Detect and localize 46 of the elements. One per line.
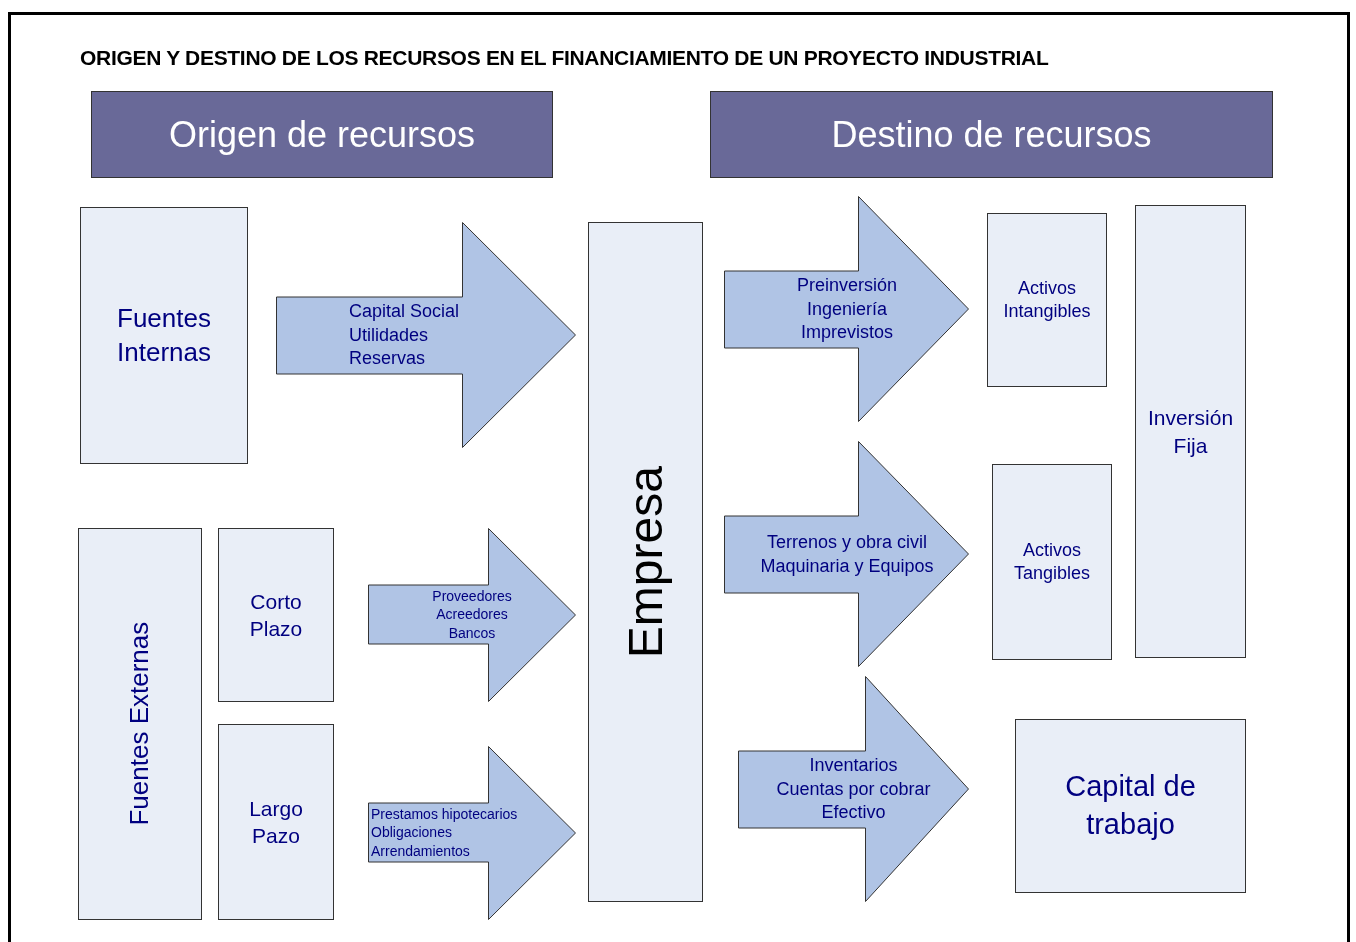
vertical-label: Fuentes Externas bbox=[126, 621, 154, 828]
box-label: Activos Tangibles bbox=[1012, 538, 1092, 585]
box bbox=[1015, 719, 1246, 893]
arrow-text: Cuentas por cobrar bbox=[776, 777, 931, 801]
header-text: Origen de recursos bbox=[168, 113, 476, 157]
block-arrow bbox=[276, 222, 576, 448]
arrow-text: Inventarios bbox=[809, 754, 898, 778]
block-arrow bbox=[738, 676, 969, 902]
arrow-text: Reservas bbox=[349, 347, 426, 371]
arrow-text: Prestamos hipotecarios bbox=[371, 805, 518, 824]
vertical-box bbox=[588, 222, 703, 902]
arrow-text: Ingeniería bbox=[806, 297, 888, 321]
arrow-text: Proveedores bbox=[432, 587, 512, 606]
arrow-text: Obligaciones bbox=[371, 823, 452, 842]
header-band bbox=[91, 91, 553, 178]
box-label: Activos Intangibles bbox=[1002, 276, 1092, 323]
arrow-text: Maquinaria y Equipos bbox=[760, 554, 934, 578]
arrow-text: Acreedores bbox=[436, 605, 508, 624]
block-arrow bbox=[724, 441, 969, 667]
vertical-label: Empresa bbox=[620, 464, 671, 661]
header-text: Destino de recursos bbox=[831, 113, 1152, 157]
box bbox=[218, 528, 334, 702]
block-arrow bbox=[368, 528, 576, 702]
vertical-box bbox=[78, 528, 202, 920]
arrow-text: Bancos bbox=[448, 623, 496, 642]
box-label: Largo Pazo bbox=[248, 795, 304, 849]
box-label: Capital de trabajo bbox=[1064, 769, 1197, 842]
arrow-text: Efectivo bbox=[821, 801, 886, 825]
box bbox=[218, 724, 334, 920]
arrow-text: Terrenos y obra civil bbox=[766, 531, 928, 555]
arrow-text: Utilidades bbox=[349, 323, 429, 347]
box-label: Corto Plazo bbox=[248, 588, 304, 642]
box bbox=[1135, 205, 1246, 658]
box bbox=[80, 207, 248, 464]
arrow-text: Capital Social bbox=[349, 300, 460, 324]
arrow-text: Imprevistos bbox=[801, 321, 893, 345]
header-band bbox=[710, 91, 1273, 178]
arrow-text: Arrendamientos bbox=[371, 841, 470, 860]
title: ORIGEN Y DESTINO DE LOS RECURSOS EN EL FINANCIAMIENTO DE UN PROYECTO INDUSTRIAL bbox=[80, 45, 1049, 71]
box bbox=[992, 464, 1112, 660]
block-arrow bbox=[368, 746, 576, 920]
box-label: Fuentes Internas bbox=[116, 301, 212, 369]
box bbox=[987, 213, 1107, 387]
block-arrow bbox=[724, 196, 969, 422]
box-label: Inversión Fija bbox=[1146, 405, 1235, 459]
arrow-text: Preinversión bbox=[796, 274, 897, 298]
